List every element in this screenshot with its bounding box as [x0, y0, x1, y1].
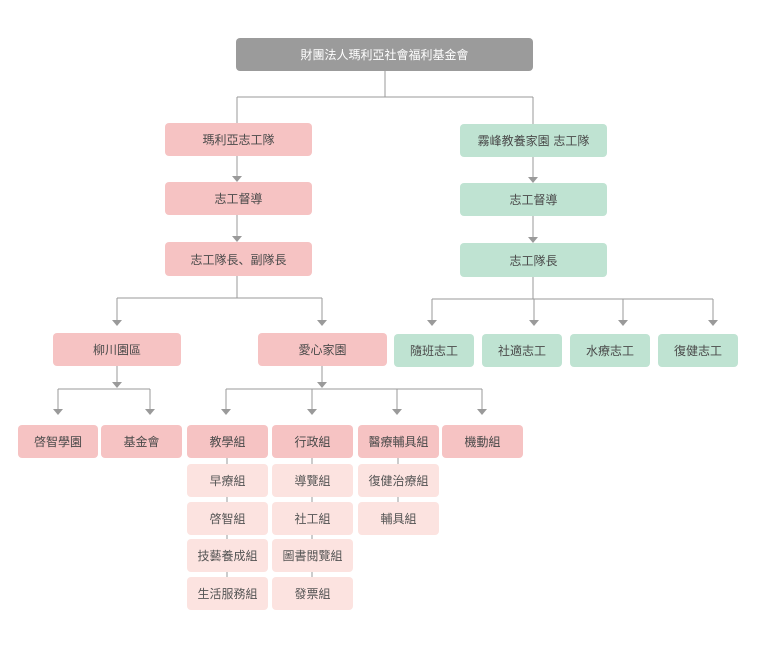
liuchuan-campus: 柳川園區 [53, 333, 181, 366]
teaching-sub-1: 早療組 [187, 464, 268, 497]
left-volunteer-supervisor: 志工督導 [165, 182, 312, 215]
foundation: 基金會 [101, 425, 182, 458]
admin-group: 行政組 [272, 425, 353, 458]
medical-sub-2: 輔具組 [358, 502, 439, 535]
teaching-sub-4: 生活服務組 [187, 577, 268, 610]
teaching-group: 教學組 [187, 425, 268, 458]
teaching-sub-2: 啓智組 [187, 502, 268, 535]
admin-sub-2: 社工組 [272, 502, 353, 535]
maria-volunteer-team: 瑪利亞志工隊 [165, 123, 312, 156]
teaching-sub-3: 技藝養成組 [187, 539, 268, 572]
wufeng-volunteer-team: 霧峰教養家園 志工隊 [460, 124, 607, 157]
qizhi-school: 啓智學園 [18, 425, 98, 458]
left-team-leaders: 志工隊長、副隊長 [165, 242, 312, 276]
right-team-leader: 志工隊長 [460, 243, 607, 277]
right-volunteer-2: 社適志工 [482, 334, 562, 367]
right-volunteer-1: 隨班志工 [394, 334, 474, 367]
right-volunteer-3: 水療志工 [570, 334, 650, 367]
medical-sub-1: 復健治療組 [358, 464, 439, 497]
admin-sub-3: 圖書閱覽組 [272, 539, 353, 572]
root-node: 財團法人瑪利亞社會福利基金會 [236, 38, 533, 71]
mobile-group: 機動組 [442, 425, 523, 458]
admin-sub-4: 發票組 [272, 577, 353, 610]
admin-sub-1: 導覽組 [272, 464, 353, 497]
right-volunteer-4: 復健志工 [658, 334, 738, 367]
aixin-home: 愛心家園 [258, 333, 387, 366]
right-volunteer-supervisor: 志工督導 [460, 183, 607, 216]
medical-aids-group: 醫療輔具組 [358, 425, 439, 458]
